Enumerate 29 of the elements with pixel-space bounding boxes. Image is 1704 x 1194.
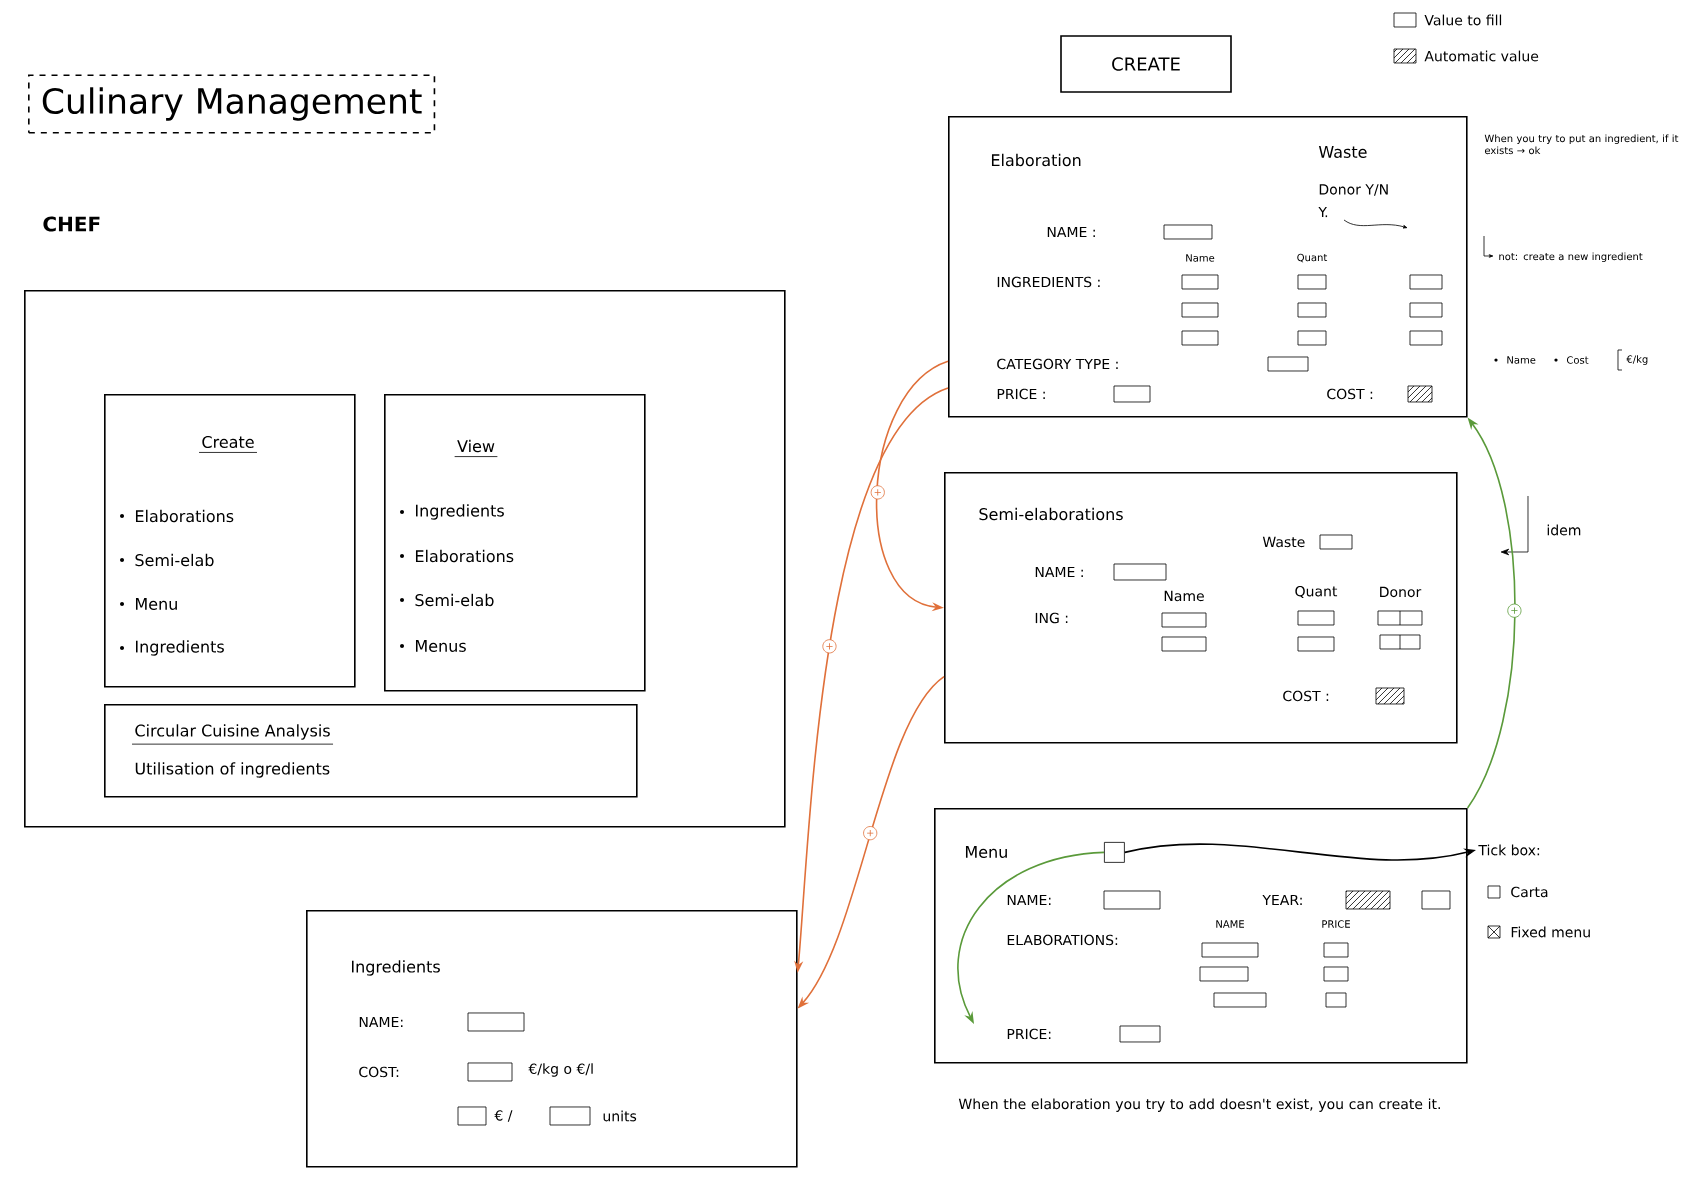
list-item: Elaborations xyxy=(400,549,514,563)
form-card xyxy=(948,116,1468,418)
heading-box: CREATE xyxy=(1060,35,1232,93)
form-card xyxy=(306,910,798,1168)
menu-card xyxy=(384,394,646,692)
card-text: Utilisation of ingredients xyxy=(135,762,330,778)
form-title: Ingredients xyxy=(352,960,440,976)
analysis-card xyxy=(104,704,638,798)
screen-frame xyxy=(24,290,786,828)
list-item: Elaborations xyxy=(120,509,234,523)
form-title: Elaboration xyxy=(991,153,1081,167)
card-heading: Circular Cuisine Analysis xyxy=(131,724,334,745)
form-card xyxy=(944,472,1458,744)
title-box: Culinary Management xyxy=(28,74,436,134)
field-label: Waste xyxy=(1318,146,1367,158)
checkbox xyxy=(1104,842,1125,863)
list-item: Menu xyxy=(120,598,177,610)
list-item: Semi-elab xyxy=(400,593,494,607)
menu-card xyxy=(104,394,356,688)
list-item: Menus xyxy=(400,640,466,652)
form-title: Semi-elaborations xyxy=(979,507,1123,521)
list-item: Ingredients xyxy=(400,504,504,520)
form-title: Menu xyxy=(966,846,1007,858)
list-item: Ingredients xyxy=(120,640,224,656)
form-card xyxy=(934,808,1468,1064)
card-heading: View xyxy=(454,439,498,457)
card-heading: Create xyxy=(198,435,258,453)
role-heading: CHEF xyxy=(43,216,100,232)
list-item: Semi-elab xyxy=(120,553,214,567)
